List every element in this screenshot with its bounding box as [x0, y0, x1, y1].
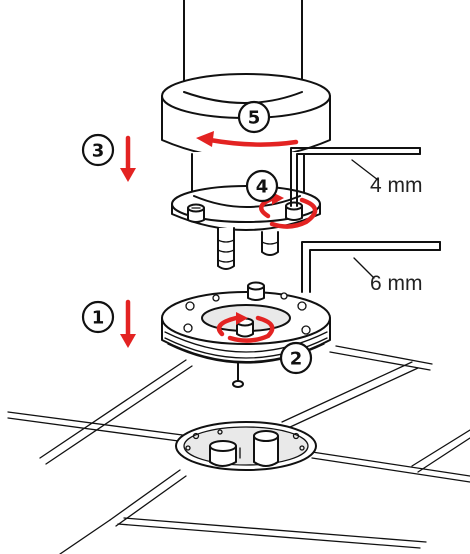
- step-badge-2: 2: [279, 341, 313, 375]
- step-badge-3: 3: [81, 133, 115, 167]
- step-badge-4: 4: [245, 169, 279, 203]
- rotate-arrow-step-5: [196, 131, 299, 147]
- down-arrow-step-3: [120, 135, 136, 182]
- down-arrow-step-1: [120, 299, 136, 348]
- label-4mm: 4 mm: [370, 174, 423, 197]
- svg-text:2: 2: [290, 349, 303, 370]
- leader-6mm: [353, 257, 375, 279]
- column-flange: [171, 185, 321, 270]
- svg-text:4: 4: [256, 177, 269, 198]
- rotate-arrow-step-2: [216, 312, 275, 343]
- label-6mm: 6 mm: [370, 272, 423, 295]
- step-badge-1: 1: [81, 300, 115, 334]
- column-collar: [161, 73, 331, 197]
- svg-text:3: 3: [92, 141, 105, 162]
- svg-text:1: 1: [92, 308, 105, 329]
- svg-text:5: 5: [248, 108, 261, 129]
- leader-4mm: [351, 159, 379, 181]
- hex-key-4mm: [290, 147, 421, 207]
- column-body: [183, 0, 303, 89]
- step-badge-5: 5: [237, 100, 271, 134]
- floor-tiles: [7, 345, 470, 554]
- floor-anchor: [175, 421, 317, 471]
- hex-key-6mm: [301, 241, 441, 293]
